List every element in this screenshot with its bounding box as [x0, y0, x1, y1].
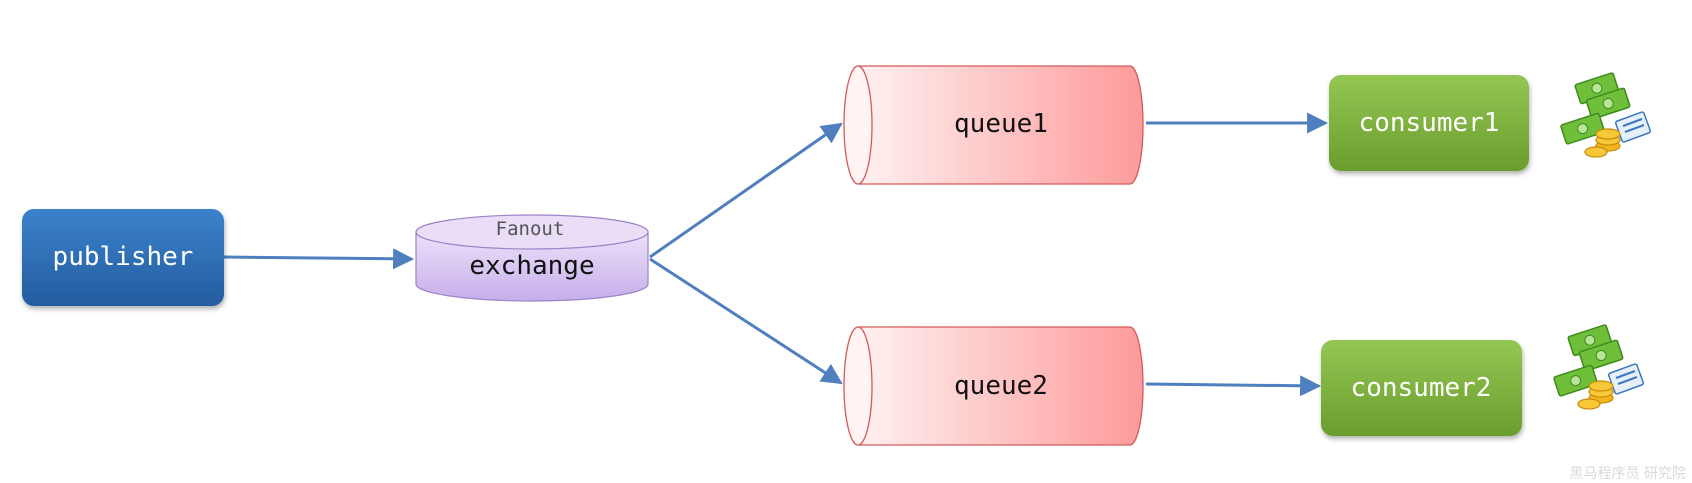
queue1-label: queue1 [954, 109, 1048, 139]
arrows [223, 112, 1329, 397]
queue2-node: queue2 [843, 326, 1144, 446]
consumer1-label: consumer1 [1359, 108, 1500, 138]
publisher-label: publisher [53, 242, 194, 272]
arrow-exchange-queue1 [649, 122, 843, 259]
consumer2-node: consumer2 [1321, 340, 1522, 436]
consumer1-node: consumer1 [1329, 75, 1529, 171]
queue1-node: queue1 [843, 65, 1144, 185]
exchange-node: Fanout exchange [415, 214, 649, 302]
publisher-node: publisher [22, 209, 224, 306]
money-icon [1553, 324, 1645, 410]
exchange-type-label: Fanout [496, 218, 565, 240]
arrow-exchange-queue2 [649, 257, 843, 385]
consumer2-label: consumer2 [1351, 373, 1492, 403]
arrow-queue2-consumer2 [1145, 375, 1322, 397]
exchange-label: exchange [469, 251, 594, 281]
arrow-publisher-exchange [223, 248, 415, 270]
watermark: 黑马程序员 研究院 [1569, 466, 1686, 482]
money-icon [1560, 72, 1652, 158]
queue2-label: queue2 [954, 371, 1048, 401]
